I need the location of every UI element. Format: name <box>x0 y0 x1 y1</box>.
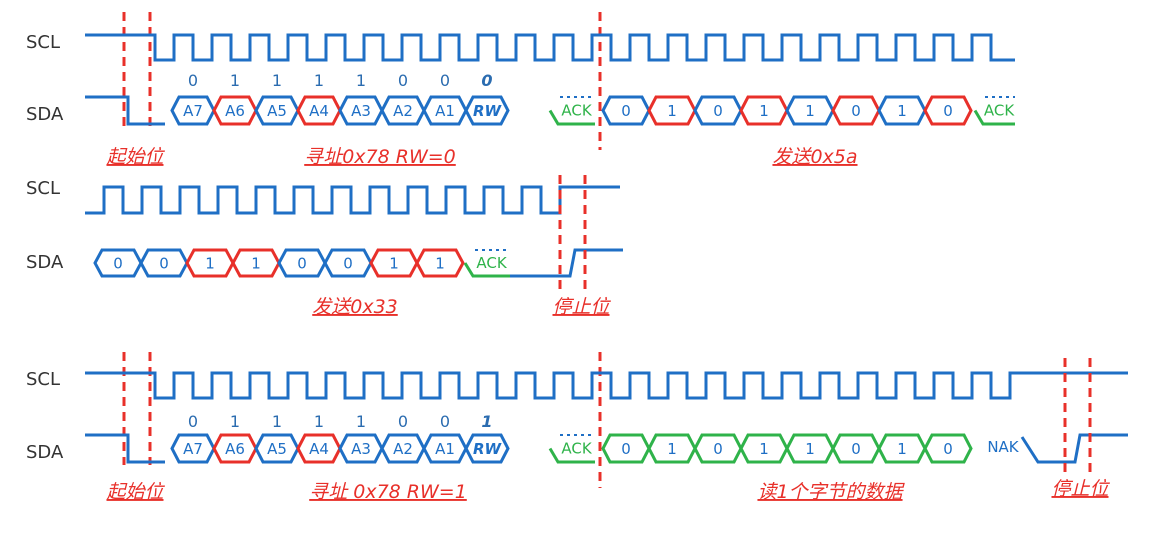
bit-label: RW <box>473 102 503 120</box>
bit-label: 1 <box>205 255 215 273</box>
bit-label: 1 <box>897 102 907 120</box>
ack-low <box>548 447 595 464</box>
sda-stop <box>1020 433 1128 464</box>
bit-label: 1 <box>759 440 769 458</box>
bit-value: 1 <box>314 71 324 90</box>
ack-text: ACK <box>561 440 592 458</box>
bit-label: A4 <box>309 440 329 458</box>
bit-label: 0 <box>713 102 723 120</box>
bit-label: 1 <box>805 102 815 120</box>
sda-start <box>85 95 165 126</box>
nak-text: NAK <box>987 438 1019 456</box>
bit-value: 0 <box>440 412 450 431</box>
sda-start <box>85 433 165 464</box>
bit-label: A1 <box>435 440 455 458</box>
bit-label: A3 <box>351 440 371 458</box>
bit-value: 1 <box>230 71 240 90</box>
ack-text: ACK <box>476 254 507 272</box>
bit-value: 1 <box>356 412 366 431</box>
bit-cell <box>464 433 510 464</box>
bit-label: A3 <box>351 102 371 120</box>
bit-label: 1 <box>667 440 677 458</box>
bit-label: 0 <box>113 255 123 273</box>
data-label: 发送0x33 <box>312 296 398 318</box>
bit-label: 1 <box>897 440 907 458</box>
bit-value: 1 <box>356 71 366 90</box>
ack-low <box>973 109 1015 126</box>
bit-value: 1 <box>314 412 324 431</box>
ack-text: ACK <box>561 102 592 120</box>
sda-label: SDA <box>26 104 64 125</box>
bit-label: 0 <box>943 102 953 120</box>
bit-value: 0 <box>398 412 408 431</box>
bit-label: A5 <box>267 440 287 458</box>
bit-label: A7 <box>183 102 203 120</box>
scl-waveform <box>85 185 620 215</box>
bit-label: 1 <box>251 255 261 273</box>
bit-label: 0 <box>621 102 631 120</box>
bit-label: A7 <box>183 440 203 458</box>
scl-label: SCL <box>26 178 60 199</box>
address-label: 寻址 0x78 RW=1 <box>309 481 467 503</box>
sda-label: SDA <box>26 442 64 463</box>
bit-cell <box>415 248 465 278</box>
bit-label: RW <box>473 440 503 458</box>
bit-value: 1 <box>272 412 282 431</box>
bit-label: A6 <box>225 102 245 120</box>
address-label: 寻址0x78 RW=0 <box>304 146 456 168</box>
bit-label: 0 <box>851 440 861 458</box>
bit-label: A2 <box>393 102 413 120</box>
bit-label: 0 <box>943 440 953 458</box>
bit-label: A4 <box>309 102 329 120</box>
bit-value: 0 <box>481 71 492 90</box>
start-bit-label: 起始位 <box>106 146 165 168</box>
data-label: 发送0x5a <box>772 146 857 168</box>
bit-value: 0 <box>440 71 450 90</box>
start-bit-label: 起始位 <box>106 481 165 503</box>
bit-value: 1 <box>481 412 492 431</box>
bit-cell <box>464 95 510 126</box>
bit-value: 0 <box>398 71 408 90</box>
bit-label: 1 <box>389 255 399 273</box>
scl-waveform <box>85 371 1040 400</box>
ack-low <box>548 109 595 126</box>
bit-label: 0 <box>621 440 631 458</box>
bit-label: 1 <box>435 255 445 273</box>
stop-bit-label: 停止位 <box>1051 478 1110 500</box>
bit-value: 0 <box>188 71 198 90</box>
ack-text: ACK <box>984 102 1015 120</box>
bit-label: 0 <box>343 255 353 273</box>
bit-label: 1 <box>759 102 769 120</box>
ack-low <box>463 262 510 278</box>
bit-value: 1 <box>272 71 282 90</box>
bit-label: A6 <box>225 440 245 458</box>
bit-cell <box>923 95 973 126</box>
read-data-label: 读1个字节的数据 <box>757 481 905 503</box>
bit-label: A5 <box>267 102 287 120</box>
bit-cell <box>923 433 973 464</box>
bit-value: 0 <box>188 412 198 431</box>
bit-label: 1 <box>667 102 677 120</box>
scl-label: SCL <box>26 32 60 53</box>
scl-label: SCL <box>26 369 60 390</box>
bit-label: A1 <box>435 102 455 120</box>
sda-stop <box>510 248 623 278</box>
bit-label: 1 <box>805 440 815 458</box>
sda-label: SDA <box>26 252 64 273</box>
scl-waveform <box>85 33 1015 62</box>
bit-label: 0 <box>851 102 861 120</box>
stop-bit-label: 停止位 <box>552 296 611 318</box>
bit-label: 0 <box>713 440 723 458</box>
bit-label: A2 <box>393 440 413 458</box>
bit-label: 0 <box>159 255 169 273</box>
bit-value: 1 <box>230 412 240 431</box>
bit-label: 0 <box>297 255 307 273</box>
